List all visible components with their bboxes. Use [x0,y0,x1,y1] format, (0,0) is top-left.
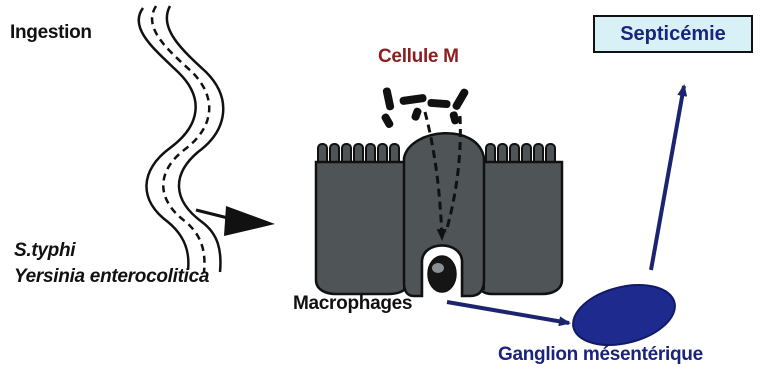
m-cell-label: Cellule M [378,46,459,68]
macrophage-highlight [432,263,444,273]
bacterium [411,107,422,121]
ingestion-label: Ingestion [10,22,92,44]
mesenteric-lymph-node [567,275,681,354]
bacterium [400,94,427,105]
bacterium [450,111,460,124]
septicemia-label: Septicémie [620,23,726,46]
bacterium [452,88,469,111]
bacterium [381,113,394,129]
macrophages-label: Macrophages [293,293,412,315]
epithelium [316,133,562,296]
entry-arrow [196,206,275,236]
to-septicemia-arrow [651,86,684,270]
to-lymph-node-arrow [447,302,569,323]
lymph-node-label: Ganglion mésentérique [498,344,703,366]
organism-label-s-typhi: S.typhi [14,240,75,262]
macrophage [428,256,456,292]
intestinal-lumen [139,6,224,272]
enterocyte-right [478,162,562,294]
bacterium [383,87,394,110]
organism-label-yersinia: Yersinia enterocolitica [14,266,209,288]
bacteria [381,87,469,128]
bacterium [428,99,450,108]
enterocyte-left [316,162,408,294]
septicemia-box: Septicémie [593,15,753,53]
